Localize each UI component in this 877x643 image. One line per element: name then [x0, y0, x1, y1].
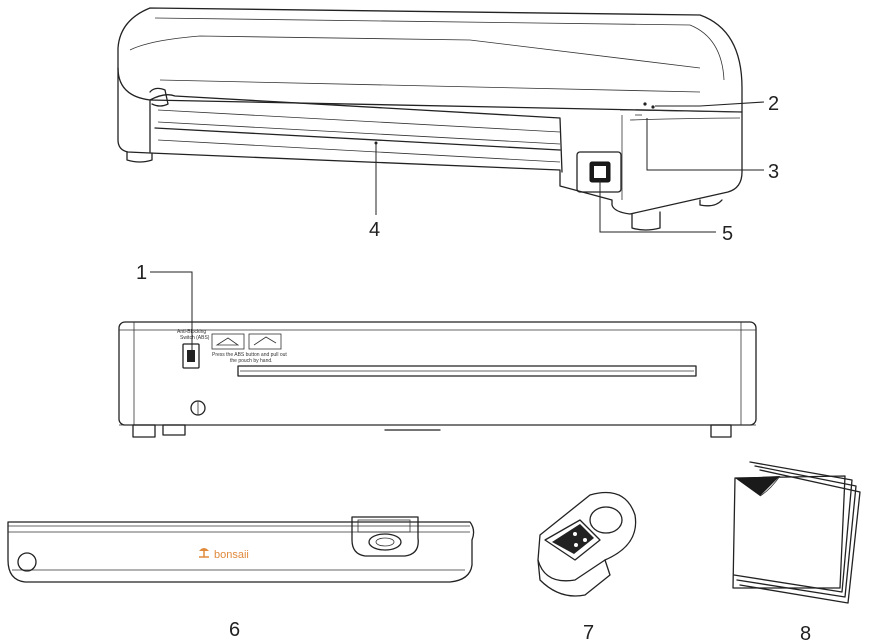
callout-6: 6 — [229, 619, 240, 641]
corner-rounder — [537, 491, 637, 597]
laminating-pouches — [732, 461, 861, 604]
laminator-front-view — [117, 7, 743, 231]
callout-leaders-front — [375, 101, 765, 233]
bonsai-tree-icon — [199, 548, 209, 558]
abs-switch-label-line2: Switch (ABS) — [180, 335, 210, 341]
callout-5: 5 — [722, 223, 733, 245]
callout-7: 7 — [583, 622, 594, 643]
callout-1: 1 — [136, 262, 147, 284]
trimmer-brand: bonsaii — [214, 549, 249, 561]
callout-2: 2 — [768, 93, 779, 115]
paper-trimmer — [7, 516, 475, 583]
callout-4: 4 — [369, 219, 380, 241]
callout-3: 3 — [768, 161, 779, 183]
laminator-rear-view — [118, 321, 757, 438]
abs-instruction-line2: the pouch by hand. — [230, 358, 273, 364]
abs-instruction-line1: Press the ABS button and pull out — [212, 352, 287, 358]
callout-leader-1 — [150, 271, 193, 350]
callout-8: 8 — [800, 623, 811, 643]
